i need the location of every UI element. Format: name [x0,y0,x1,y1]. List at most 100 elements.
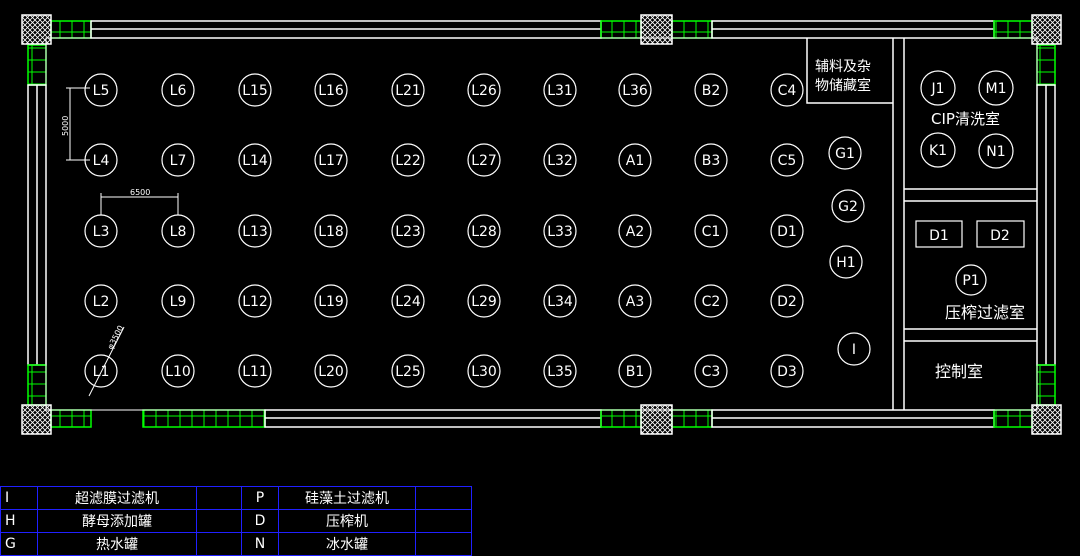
press-box-1: D1 [929,228,949,244]
press-boxes: D1 D2 [915,220,1025,248]
tank-label: L7 [170,153,187,169]
tank-L27: L27 [467,143,501,177]
tank-label: K1 [929,143,947,159]
tank-circle [84,214,118,248]
legend-empty [415,486,472,510]
tank-label: L10 [165,364,191,380]
tank-L2: L2 [84,284,118,318]
tank-circle [391,73,425,107]
tank-circle [831,189,865,223]
dim-vertical: 5000 [61,116,70,136]
tank-label: L16 [318,83,344,99]
tank-label: L27 [471,153,497,169]
tank-circle [314,143,348,177]
tank-label: L11 [242,364,268,380]
tank-circle [543,73,577,107]
outer-walls [27,20,1056,428]
tank-C1: C1 [694,214,728,248]
tank-circle [694,143,728,177]
tank-label: L22 [395,153,421,169]
tank-L12: L12 [238,284,272,318]
tank-label: G1 [835,146,855,162]
tank-circle [920,70,956,106]
tank-A1: A1 [618,143,652,177]
legend-empty [196,509,242,533]
tank-circle [161,143,195,177]
tank-L29: L29 [467,284,501,318]
tank-label: L1 [93,364,110,380]
room-control-label: 控制室 [935,362,983,381]
tank-G2: G2 [831,189,865,223]
tank-circle [314,73,348,107]
tank-label: L4 [93,153,110,169]
tank-L23: L23 [391,214,425,248]
tank-label: L21 [395,83,421,99]
tank-L16: L16 [314,73,348,107]
legend-code: N [241,532,279,556]
legend-name: 压榨机 [278,509,416,533]
tank-label: H1 [836,255,855,271]
tank-circle [694,214,728,248]
tank-circle [467,354,501,388]
tank-L1: L1 [84,354,118,388]
tank-label: L20 [318,364,344,380]
tank-label: L3 [93,224,110,240]
tank-circle [770,284,804,318]
tank-circle [694,73,728,107]
tank-L8: L8 [161,214,195,248]
dim-horizontal: 6500 [130,188,150,197]
tank-label: L19 [318,294,344,310]
tank-L31: L31 [543,73,577,107]
tank-circle [467,73,501,107]
tank-circle [391,143,425,177]
tank-L36: L36 [618,73,652,107]
legend-code: P [241,486,279,510]
tank-circle [84,143,118,177]
tank-circle [828,136,862,170]
tank-label: L17 [318,153,344,169]
tank-label: C2 [702,294,721,310]
tank-C2: C2 [694,284,728,318]
tank-label: L32 [547,153,573,169]
tank-circle [618,284,652,318]
legend-row: H 酵母添加罐 D 压榨机 [0,509,472,533]
tank-L30: L30 [467,354,501,388]
tank-label: C1 [702,224,721,240]
tank-label: L14 [242,153,268,169]
tank-circle [770,73,804,107]
legend-code: I [0,486,38,510]
dim-diameter: φ3500 [106,324,126,351]
tank-label: D1 [777,224,797,240]
tank-L32: L32 [543,143,577,177]
tank-circle [314,354,348,388]
tank-label: L30 [471,364,497,380]
tank-circle [467,284,501,318]
tank-circle [770,214,804,248]
tank-L9: L9 [161,284,195,318]
room-cip-label: CIP清洗室 [931,110,1000,128]
tank-B3: B3 [694,143,728,177]
tank-J1: J1 [920,70,956,106]
tank-circle [238,214,272,248]
tank-label: G2 [838,199,858,215]
dimension-annotations [66,87,179,397]
legend-code: H [0,509,38,533]
tank-label: L33 [547,224,573,240]
tank-A2: A2 [618,214,652,248]
tank-N1: N1 [978,133,1014,169]
tank-L5: L5 [84,73,118,107]
legend-name: 硅藻土过滤机 [278,486,416,510]
tank-label: L18 [318,224,344,240]
tank-label: D2 [777,294,797,310]
room-storage-line2: 物储藏室 [815,77,871,94]
tank-circle [238,73,272,107]
tank-C3: C3 [694,354,728,388]
tank-L20: L20 [314,354,348,388]
legend-empty [196,532,242,556]
tank-circle [238,284,272,318]
tank-L11: L11 [238,354,272,388]
tank-circle [770,143,804,177]
tank-label: L15 [242,83,268,99]
tank-D2: D2 [770,284,804,318]
tank-label: J1 [930,81,944,97]
